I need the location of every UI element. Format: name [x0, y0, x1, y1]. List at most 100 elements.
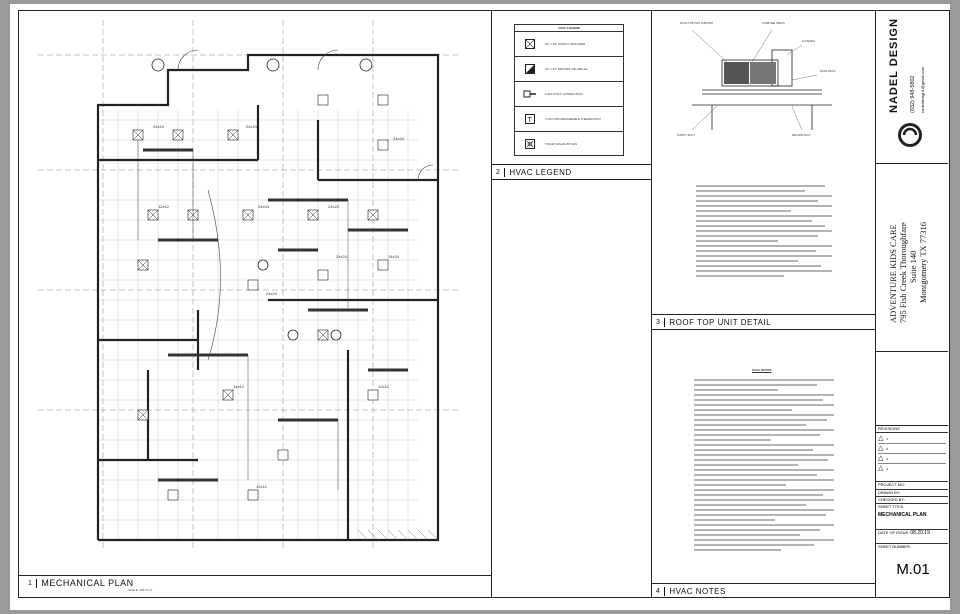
plan-title-rule	[18, 575, 491, 576]
svg-text:24x24: 24x24	[258, 204, 270, 209]
supply-diffuser-icon	[525, 39, 535, 49]
svg-text:24x24: 24x24	[388, 254, 400, 259]
legend-row: TOILET EXHAUST FAN	[515, 132, 623, 156]
plan-title: MECHANICAL PLAN	[41, 578, 134, 588]
mechanical-plan-panel: 24x24 24x24 24x24 12x12 24x24 24x24 24x24 24x…	[18, 10, 492, 598]
revisions-block: REVISIONS △1 △2 △3 △4	[876, 425, 948, 482]
revision-triangle-icon: △	[878, 465, 884, 472]
legend-row: 24" x 24" SUPPLY DIFFUSER	[515, 32, 623, 57]
project-address: 795 Fish Creek Thoroughfare	[898, 222, 908, 323]
sheet-number: M.01	[896, 561, 930, 578]
revision-row: △1	[878, 435, 946, 444]
legend-label: 24" x 24" RETURN AIR GRILLE	[545, 67, 588, 71]
revisions-label: REVISIONS	[876, 425, 948, 433]
svg-text:24x24: 24x24	[153, 124, 165, 129]
project-suite: Suite 140	[908, 250, 918, 283]
legend-label: TOILET EXHAUST FAN	[545, 142, 578, 146]
svg-text:12x12: 12x12	[378, 384, 390, 389]
svg-text:CURB SEE SPECS: CURB SEE SPECS	[762, 21, 785, 25]
plan-scale: SCALE: 1/8"=1'-0"	[128, 588, 153, 592]
sheet-border	[18, 10, 876, 598]
notes-heading: HVAC NOTES	[752, 368, 772, 372]
legend-row: T 7 DAY PROGRAMMABLE THERMOSTAT	[515, 107, 623, 132]
revision-row: △3	[878, 455, 946, 464]
legend-number: 2	[496, 169, 501, 176]
divider	[664, 318, 666, 327]
svg-text:T: T	[528, 117, 533, 124]
blank-block	[876, 351, 948, 426]
legend-label: 24" x 24" SUPPLY DIFFUSER	[545, 42, 586, 46]
designer-block: NADEL DESIGN (832) 948-5802 nadeldesign1…	[876, 11, 948, 164]
divider	[36, 578, 38, 588]
rtu-title-rule	[652, 314, 876, 315]
project-block: ADVENTURE KIDS CARE 795 Fish Creek Thoro…	[876, 163, 948, 352]
designer-email: nadeldesign1@gmail.com	[920, 66, 925, 113]
revision-row: △4	[878, 465, 889, 472]
legend-row: 24" x 24" RETURN AIR GRILLE	[515, 57, 623, 82]
svg-text:ROOF TOP UNIT SUPPORT: ROOF TOP UNIT SUPPORT	[680, 21, 714, 25]
rtu-detail-panel: ROOF TOP UNIT SUPPORT CURB SEE SPECS FLA…	[652, 10, 876, 330]
svg-text:12x12: 12x12	[256, 484, 268, 489]
svg-text:12x12: 12x12	[158, 204, 170, 209]
sheet-title-row: SHEET TITLE: MECHANICAL PLAN	[876, 503, 948, 529]
thermostat-icon: T	[525, 114, 535, 124]
divider	[664, 587, 666, 596]
sheet-title: MECHANICAL PLAN	[878, 512, 927, 518]
designer-name: NADEL DESIGN	[888, 18, 900, 113]
drawing-sheet: 24x24 24x24 24x24 12x12 24x24 24x24 24x24 24x…	[10, 4, 950, 610]
drawn-by-row: DRAWN BY:	[876, 489, 948, 496]
revisions-list: △1 △2 △3 △4	[876, 433, 948, 475]
revision-triangle-icon: △	[878, 435, 884, 442]
legend-title-block: 2 HVAC LEGEND	[496, 168, 572, 177]
notes-title: HVAC NOTES	[669, 587, 726, 596]
flex-duct-icon	[523, 90, 536, 98]
notes-number: 4	[656, 588, 661, 595]
rtu-title-block: 3 ROOF TOP UNIT DETAIL	[656, 318, 771, 327]
floor-plan-drawing: 24x24 24x24 24x24 12x12 24x24 24x24 24x24 24x…	[38, 20, 458, 550]
legend-label: 7 DAY PROGRAMMABLE THERMOSTAT	[545, 117, 601, 121]
exhaust-fan-icon	[525, 139, 535, 149]
project-no-row: PROJECT NO:	[876, 481, 948, 489]
legend-title-rule	[492, 164, 651, 165]
svg-text:RETURN DUCT: RETURN DUCT	[792, 133, 811, 137]
title-block: NADEL DESIGN (832) 948-5802 nadeldesign1…	[876, 10, 950, 598]
issue-date: 08.20.19	[910, 530, 930, 536]
project-city: Montgomery TX 77316	[918, 221, 928, 303]
blank-panel	[492, 180, 652, 598]
svg-text:24x24: 24x24	[328, 204, 340, 209]
revision-triangle-icon: △	[878, 455, 884, 462]
plan-title-block: 1 MECHANICAL PLAN	[28, 578, 134, 588]
notes-title-rule	[652, 583, 876, 584]
revision-triangle-icon: △	[878, 445, 884, 452]
svg-text:24x24: 24x24	[336, 254, 348, 259]
svg-text:ROOF DECK: ROOF DECK	[820, 69, 836, 73]
legend-table: HVAC LEGEND 24" x 24" SUPPLY DIFFUSER 24…	[514, 24, 624, 156]
notes-title-block: 4 HVAC NOTES	[656, 587, 726, 596]
return-grille-icon	[525, 64, 535, 74]
svg-text:SUPPLY DUCT: SUPPLY DUCT	[677, 133, 695, 137]
hvac-legend-panel: HVAC LEGEND 24" x 24" SUPPLY DIFFUSER 24…	[492, 10, 652, 180]
svg-text:14x14: 14x14	[233, 384, 245, 389]
legend-label: FLEX DUCT CONNECTION	[545, 92, 583, 96]
checked-by-row: CHECKED BY:	[876, 496, 948, 503]
date-row: DATE OF ISSUE: 08.20.19	[876, 529, 948, 543]
designer-logo-icon	[898, 123, 922, 147]
designer-phone: (832) 948-5802	[910, 75, 916, 113]
notes-text	[694, 376, 834, 554]
legend-title: HVAC LEGEND	[509, 168, 572, 177]
legend-row: FLEX DUCT CONNECTION	[515, 82, 623, 107]
rtu-detail-drawing: ROOF TOP UNIT SUPPORT CURB SEE SPECS FLA…	[677, 21, 836, 137]
svg-text:24x24: 24x24	[393, 136, 405, 141]
rtu-notes-text	[696, 182, 832, 280]
svg-text:24x24: 24x24	[246, 124, 258, 129]
sheet-number-row: SHEET NUMBER: M.01	[876, 543, 948, 597]
sheet-info-block: PROJECT NO: DRAWN BY: CHECKED BY: SHEET …	[876, 481, 948, 597]
legend-heading: HVAC LEGEND	[515, 25, 623, 32]
plan-number: 1	[28, 579, 33, 587]
rtu-number: 3	[656, 319, 661, 326]
rtu-title: ROOF TOP UNIT DETAIL	[669, 318, 772, 327]
svg-text:24x24: 24x24	[266, 291, 278, 296]
hvac-notes-panel: HVAC NOTES 4 HVAC NOTES	[652, 330, 876, 598]
revision-row: △2	[878, 445, 946, 454]
project-name: ADVENTURE KIDS CARE	[888, 224, 898, 323]
